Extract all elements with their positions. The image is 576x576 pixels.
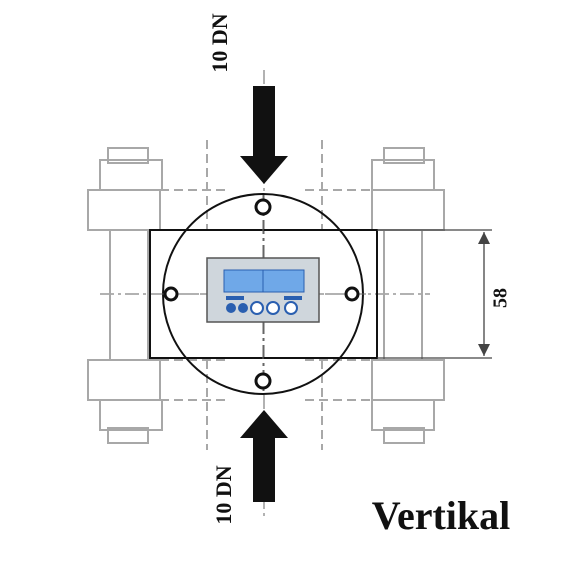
left-flange-ghost	[87, 140, 225, 450]
right-flange-ghost	[305, 140, 445, 450]
arrow-down-icon	[240, 86, 288, 184]
dimension-58	[377, 229, 492, 359]
top-dn-label: 10 DN	[207, 13, 232, 72]
screw-bottom	[254, 372, 272, 390]
bottom-dn-label: 10 DN	[211, 465, 236, 524]
arrow-up-icon	[240, 410, 288, 502]
dimension-label: 58	[490, 288, 512, 308]
screw-right	[344, 286, 360, 302]
lcd-display-icon	[206, 257, 320, 323]
screw-left	[163, 286, 179, 302]
orientation-label: Vertikal	[372, 493, 511, 538]
screw-top	[254, 198, 272, 216]
